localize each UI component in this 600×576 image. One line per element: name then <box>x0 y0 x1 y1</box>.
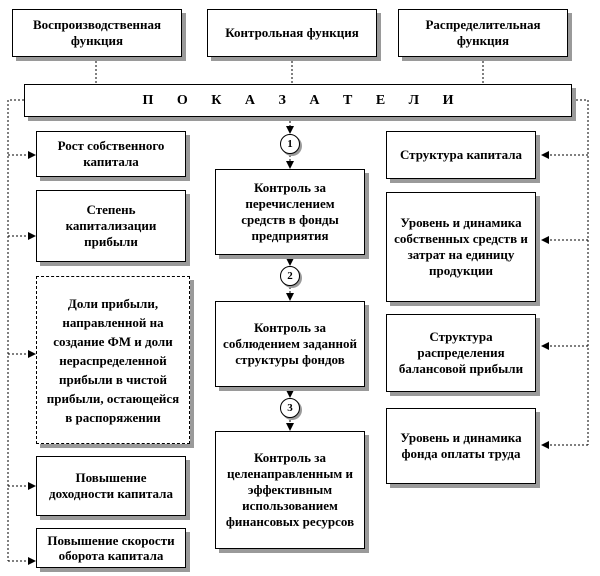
step-2-circle: 2 <box>280 266 300 286</box>
control-function-box: Контрольная функция <box>207 9 377 57</box>
control-structure-box: Контроль за соблюдением заданной структу… <box>215 301 365 387</box>
distributive-function-box: Распределительная функция <box>398 9 568 57</box>
indicators-label: П О К А З А Т Е Л И <box>142 92 464 108</box>
control-function-label: Контрольная функция <box>225 25 359 40</box>
indicators-bar: П О К А З А Т Е Л И <box>24 84 572 117</box>
profit-distribution-box: Структура распределения балансовой прибы… <box>386 314 536 392</box>
profit-distribution-label: Структура распределения балансовой прибы… <box>398 329 524 376</box>
capital-structure-label: Структура капитала <box>399 147 523 162</box>
profitability-increase-label: Повышение доходности капитала <box>49 470 173 501</box>
control-usage-box: Контроль за целенаправленным и эффективн… <box>215 431 365 549</box>
control-transfer-box: Контроль за перечислением средств в фонд… <box>215 169 365 255</box>
reproductive-function-label: Воспроизводственная функция <box>33 17 161 48</box>
own-capital-growth-box: Рост собственного капитала <box>36 131 186 177</box>
distributive-function-label: Распределительная функция <box>425 17 541 48</box>
control-transfer-label: Контроль за перечислением средств в фонд… <box>241 180 339 243</box>
capitalization-degree-box: Степень капитализации прибыли <box>36 190 186 262</box>
control-structure-label: Контроль за соблюдением заданной структу… <box>223 320 357 367</box>
step-1-circle: 1 <box>280 134 300 154</box>
profit-shares-label: Доли прибыли, направленной на создание Ф… <box>46 295 180 425</box>
profit-shares-box: Доли прибыли, направленной на создание Ф… <box>36 276 190 444</box>
capitalization-degree-label: Степень капитализации прибыли <box>65 202 157 249</box>
step-1-number: 1 <box>287 138 293 150</box>
step-3-circle: 3 <box>280 398 300 418</box>
own-capital-growth-label: Рост собственного капитала <box>57 138 165 169</box>
turnover-speed-label: Повышение скорости оборота капитала <box>47 533 175 563</box>
wage-fund-label: Уровень и динамика фонда оплаты труда <box>400 430 522 461</box>
control-usage-label: Контроль за целенаправленным и эффективн… <box>225 450 355 529</box>
turnover-speed-box: Повышение скорости оборота капитала <box>36 528 186 568</box>
step-2-number: 2 <box>287 270 293 282</box>
own-funds-level-box: Уровень и динамика собственных средств и… <box>386 192 536 302</box>
profitability-increase-box: Повышение доходности капитала <box>36 456 186 516</box>
step-3-number: 3 <box>287 402 293 414</box>
capital-structure-box: Структура капитала <box>386 131 536 179</box>
reproductive-function-box: Воспроизводственная функция <box>12 9 182 57</box>
own-funds-level-label: Уровень и динамика собственных средств и… <box>394 215 528 278</box>
wage-fund-box: Уровень и динамика фонда оплаты труда <box>386 408 536 484</box>
